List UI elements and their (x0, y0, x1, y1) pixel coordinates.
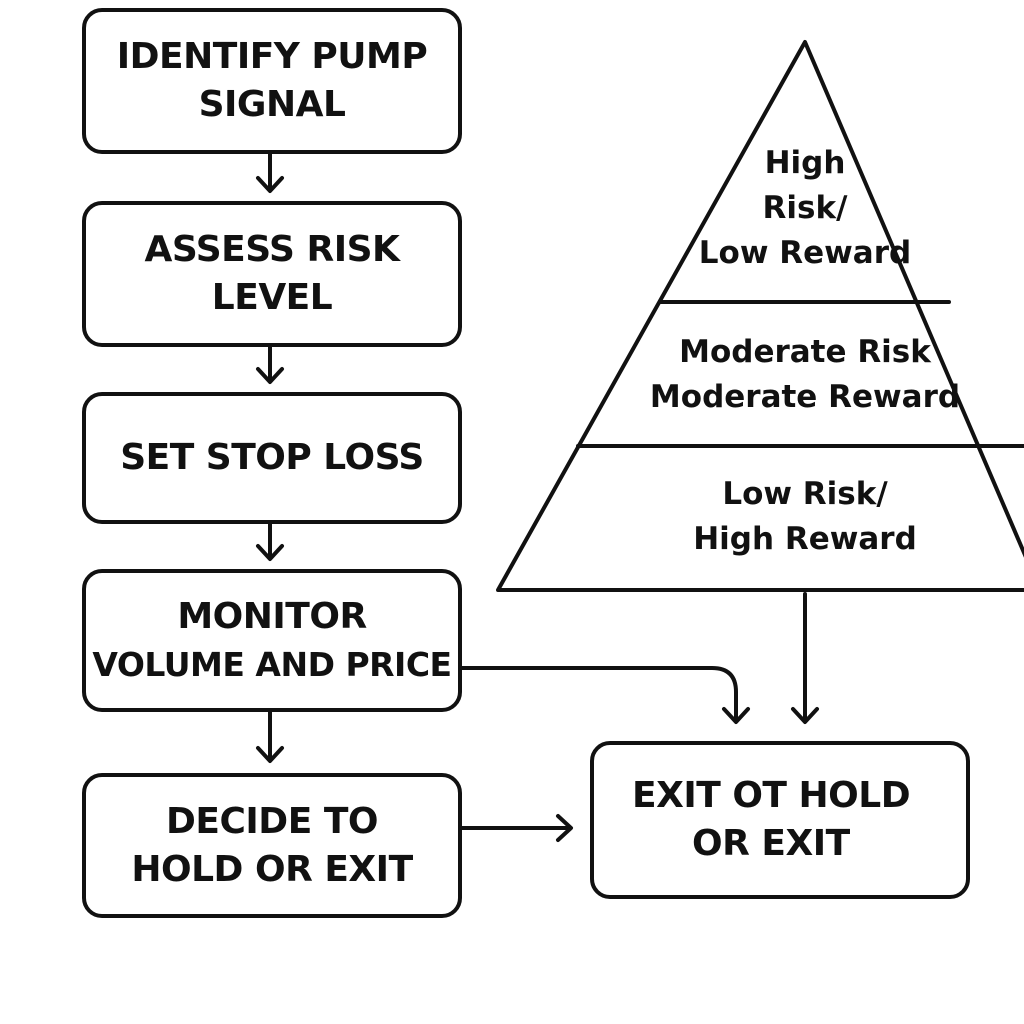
step-label-line: HOLD OR EXIT (131, 848, 413, 890)
step-label-line: SIGNAL (198, 84, 346, 125)
step-label-line: VOLUME AND PRICE (92, 644, 452, 684)
step-label-line: IDENTIFY PUMP (116, 36, 428, 77)
arrow-identify-to-assess (256, 150, 284, 193)
step-decide-to-hold-or-exit: DECIDE TO HOLD OR EXIT (82, 773, 462, 918)
pyramid-tier-high-risk: High Risk/ Low Reward (653, 141, 957, 276)
outcome-label-line: OR EXIT (692, 823, 850, 864)
tier-label-line: Low Risk/ (722, 476, 888, 512)
step-assess-risk-level: ASSESS RISK LEVEL (82, 201, 462, 347)
arrow-decide-to-outcome (460, 814, 573, 842)
arrow-monitor-to-decide (256, 708, 284, 763)
tier-label-line: High Reward (693, 521, 917, 557)
step-label-line: ASSESS RISK (144, 229, 400, 270)
step-label-line: MONITOR (177, 595, 367, 637)
step-label-line: LEVEL (211, 277, 333, 318)
arrow-monitor-to-outcome (460, 666, 750, 724)
step-identify-pump-signal: IDENTIFY PUMP SIGNAL (82, 8, 462, 154)
step-monitor-volume-and-price: MONITOR VOLUME AND PRICE (82, 569, 462, 712)
step-label-line: DECIDE TO (166, 800, 378, 842)
outcome-label-line: EXIT OT HOLD (632, 775, 911, 816)
tier-label-line: Moderate Risk (679, 334, 931, 370)
pyramid-tier-low-risk: Low Risk/ High Reward (560, 472, 1024, 562)
outcome-box: EXIT OT HOLD OR EXIT (590, 741, 970, 899)
arrow-assess-to-stoploss (256, 343, 284, 384)
tier-label-line: Moderate Reward (649, 379, 961, 415)
tier-label-line: Low Reward (698, 235, 912, 271)
tier-label-line: Risk/ (762, 190, 848, 226)
arrow-stoploss-to-monitor (256, 520, 284, 561)
pyramid-tier-moderate-risk: Moderate Risk Moderate Reward (560, 330, 1024, 420)
pyramid-outline (496, 40, 1024, 592)
step-set-stop-loss: SET STOP LOSS (82, 392, 462, 524)
step-label-line: SET STOP LOSS (120, 437, 424, 478)
arrow-pyramid-to-outcome (791, 592, 819, 724)
tier-label-line: High (764, 145, 846, 181)
